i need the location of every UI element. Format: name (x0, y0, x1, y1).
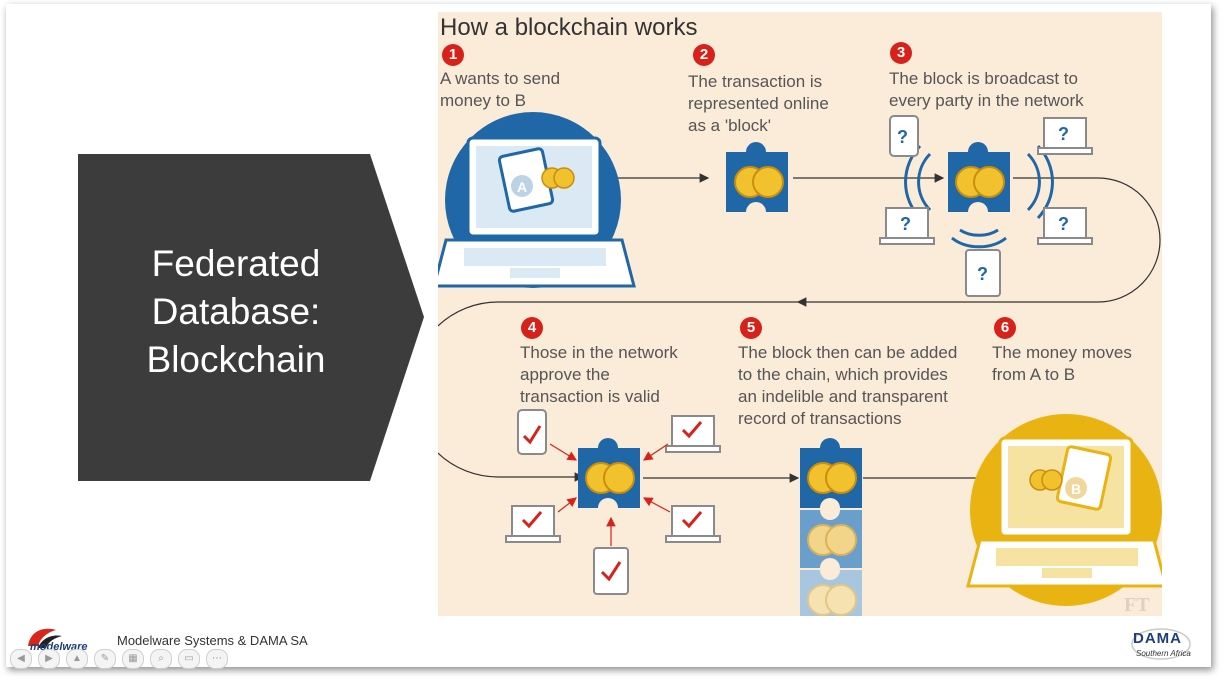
svg-text:A: A (517, 179, 527, 195)
approval-device-icon (505, 409, 721, 595)
svg-text:?: ? (900, 214, 911, 234)
query-device-icon (879, 115, 1093, 297)
zoom-icon[interactable]: ⌕ (150, 649, 172, 669)
svg-text:?: ? (897, 127, 908, 147)
slides-icon[interactable]: ▦ (122, 649, 144, 669)
footer-text: Modelware Systems & DAMA SA (117, 633, 308, 648)
step-6-text: The money moves from A to B (992, 343, 1132, 384)
slide-title: Federated Database: Blockchain (146, 243, 326, 380)
laptop-a-icon: A (438, 112, 636, 288)
pointer-icon[interactable]: ▲ (66, 649, 88, 669)
title-arrow-shape (78, 154, 424, 481)
subtitles-icon[interactable]: ▭ (178, 649, 200, 669)
modelware-logo (28, 628, 62, 648)
blockchain-infographic: A (438, 12, 1162, 616)
svg-text:?: ? (1058, 214, 1069, 234)
ft-source-logo: FT (1124, 594, 1150, 616)
checkmark-icon (521, 421, 703, 582)
step-1-text: A wants to send money to B (440, 69, 561, 110)
dama-logo (1131, 628, 1191, 660)
step-1-number: 1 (442, 44, 464, 66)
step-6-number: 6 (994, 317, 1016, 339)
next-icon[interactable]: ▶ (38, 649, 60, 669)
pen-icon[interactable]: ✎ (94, 649, 116, 669)
step-2-number: 2 (693, 44, 715, 66)
slideshow-controls: ◀ ▶ ▲ ✎ ▦ ⌕ ▭ ⋯ (10, 649, 228, 669)
step-5-text: The block then can be added to the chain… (738, 343, 958, 428)
dama-wordmark: DAMA (1133, 630, 1182, 647)
more-icon[interactable]: ⋯ (206, 649, 228, 669)
svg-text:B: B (1071, 481, 1081, 497)
step-4-text: Those in the network approve the transac… (520, 343, 678, 406)
flow-arrow (438, 301, 798, 482)
infographic-artwork: A (438, 112, 1162, 616)
laptop-b-icon: B (966, 414, 1162, 606)
step-2-text: The transaction is represented online as… (688, 72, 829, 135)
flow-arrow (796, 177, 1161, 307)
step-3-text: The block is broadcast to every party in… (889, 69, 1084, 110)
step-5-number: 5 (740, 317, 762, 339)
svg-text:?: ? (977, 264, 988, 284)
approval-block-icon (578, 438, 640, 508)
chain-blocks-icon (800, 438, 862, 616)
dama-subtitle: Southern Africa (1136, 649, 1191, 658)
block-icon (726, 142, 788, 212)
prev-icon[interactable]: ◀ (10, 649, 32, 669)
step-3-number: 3 (890, 42, 912, 64)
infographic-title: How a blockchain works (440, 14, 698, 41)
step-4-number: 4 (521, 317, 543, 339)
svg-text:?: ? (1058, 124, 1069, 144)
